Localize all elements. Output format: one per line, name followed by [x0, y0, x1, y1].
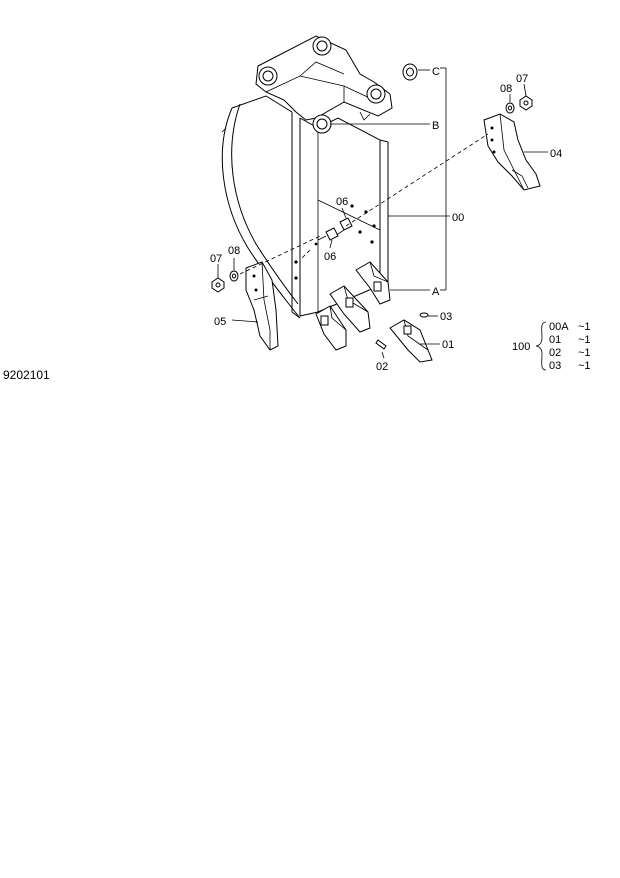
callout-08-left: 08 [228, 245, 240, 257]
tooth-lock [419, 312, 429, 318]
rivet [314, 242, 318, 246]
mounting-bracket [255, 35, 393, 134]
tooth [329, 285, 371, 333]
bolt-lower [317, 227, 339, 241]
callout-08-right: 08 [500, 83, 512, 95]
pin-hole [262, 70, 274, 82]
assembly-row-part: 01 [549, 334, 561, 346]
pin-hole [370, 88, 382, 100]
rivet [358, 230, 362, 234]
bucket-teeth [315, 261, 391, 351]
nut-left [211, 277, 225, 293]
callout-05: 05 [214, 316, 226, 328]
callout-07-left: 07 [210, 253, 222, 265]
callout-00: 00 [452, 212, 464, 224]
pin-hole [316, 40, 328, 52]
assembly-row-qty: ~1 [578, 360, 591, 372]
assembly-row-qty: ~1 [578, 321, 591, 333]
loose-tooth [389, 319, 433, 363]
side-cutter-right [483, 113, 541, 191]
side-cutter-left [245, 261, 279, 351]
callout-06-upper: 06 [336, 196, 348, 208]
washer-left [229, 270, 239, 282]
callout-02: 02 [376, 361, 388, 373]
ring-part-c [402, 63, 418, 81]
assembly-line [301, 249, 311, 259]
rivet [350, 204, 354, 208]
callout-04: 04 [550, 148, 562, 160]
drawing-number: 9202101 [3, 368, 50, 382]
nut-right [519, 95, 533, 111]
assembly-brace [535, 321, 547, 371]
rivet [294, 276, 298, 280]
assembly-line [239, 235, 321, 275]
assembly-row-qty: ~1 [578, 347, 591, 359]
tooth-pin [375, 339, 387, 350]
rivet [294, 260, 298, 264]
rivet [372, 224, 376, 228]
callout-07-right: 07 [516, 73, 528, 85]
assembly-number: 100 [512, 341, 530, 353]
assembly-line [345, 133, 489, 227]
tooth [315, 305, 347, 351]
callout-b: B [432, 120, 439, 132]
callout-01: 01 [442, 339, 454, 351]
tooth [355, 261, 391, 305]
assembly-parts-list: 100 00A ~1 01 ~1 02 ~1 03 ~1 [512, 321, 591, 372]
assembly-row-part: 00A [549, 321, 569, 333]
pin-hole [316, 118, 328, 130]
leader-lines [217, 67, 548, 359]
assembly-row-part: 03 [549, 360, 561, 372]
callout-c: C [432, 66, 440, 78]
callout-06-lower: 06 [324, 251, 336, 263]
washer-right [505, 102, 515, 114]
bolt-upper [331, 217, 353, 239]
callout-03: 03 [440, 311, 452, 323]
rivet [370, 240, 374, 244]
assembly-row-part: 02 [549, 347, 561, 359]
bucket-body [221, 95, 389, 319]
assembly-row-qty: ~1 [578, 334, 591, 346]
callout-a: A [432, 286, 440, 298]
